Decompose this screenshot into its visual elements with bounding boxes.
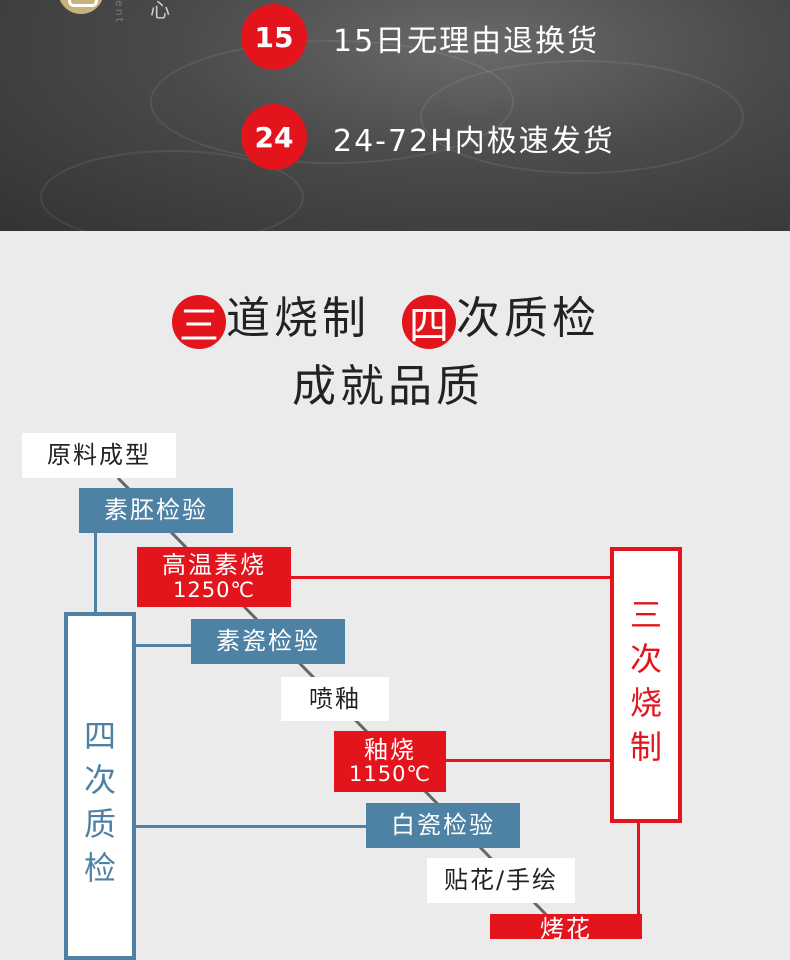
three-badge: 三 bbox=[172, 295, 226, 349]
step-decal-firing: 烤花 bbox=[490, 914, 642, 939]
bowl-decoration bbox=[420, 60, 744, 174]
firing-connector bbox=[637, 820, 640, 918]
return-days-badge: 15 bbox=[241, 4, 307, 70]
inspection-connector bbox=[133, 825, 366, 828]
brand-logo-icon bbox=[58, 0, 104, 14]
return-policy-text: 15日无理由退换货 bbox=[333, 24, 600, 59]
service-banner: ent 心 15 15日无理由退换货 24 24-72H内极速发货 bbox=[0, 0, 790, 231]
inspection-connector bbox=[133, 644, 191, 647]
firing-summary-box: 三 次 烧 制 bbox=[610, 547, 682, 823]
step-bisque-firing: 高温素烧 1250℃ bbox=[137, 547, 291, 607]
bisque-firing-temp: 1250℃ bbox=[172, 577, 256, 602]
shipping-policy-text: 24-72H内极速发货 bbox=[333, 124, 615, 159]
headline-line-1: 三道烧制 四次质检 bbox=[172, 282, 600, 349]
step-bisque-inspection: 素瓷检验 bbox=[191, 619, 345, 664]
firing-connector bbox=[290, 576, 612, 579]
headline-part-2: 次质检 bbox=[456, 293, 600, 344]
bowl-decoration bbox=[40, 150, 304, 231]
step-decal-painting: 贴花/手绘 bbox=[427, 858, 575, 903]
inspection-connector bbox=[94, 532, 97, 614]
inspection-summary-label: 四 次 质 检 bbox=[83, 717, 116, 887]
glaze-firing-temp: 1150℃ bbox=[348, 762, 432, 787]
brand-side-text: ent bbox=[113, 0, 126, 25]
step-glaze-firing: 釉烧 1150℃ bbox=[334, 731, 446, 792]
headline-line-2: 成就品质 bbox=[292, 361, 484, 412]
brand-char: 心 bbox=[150, 0, 170, 22]
shipping-hours-badge: 24 bbox=[241, 104, 307, 170]
step-glazing: 喷釉 bbox=[281, 677, 389, 721]
step-greenware-inspection: 素胚检验 bbox=[79, 488, 233, 533]
step-white-porcelain-inspection: 白瓷检验 bbox=[366, 803, 520, 848]
firing-summary-label: 三 次 烧 制 bbox=[629, 596, 662, 766]
inspection-summary-box: 四 次 质 检 bbox=[64, 612, 136, 960]
firing-connector bbox=[446, 759, 612, 762]
headline-part-1: 道烧制 bbox=[226, 293, 370, 344]
four-badge: 四 bbox=[402, 295, 456, 349]
step-forming: 原料成型 bbox=[22, 433, 176, 478]
